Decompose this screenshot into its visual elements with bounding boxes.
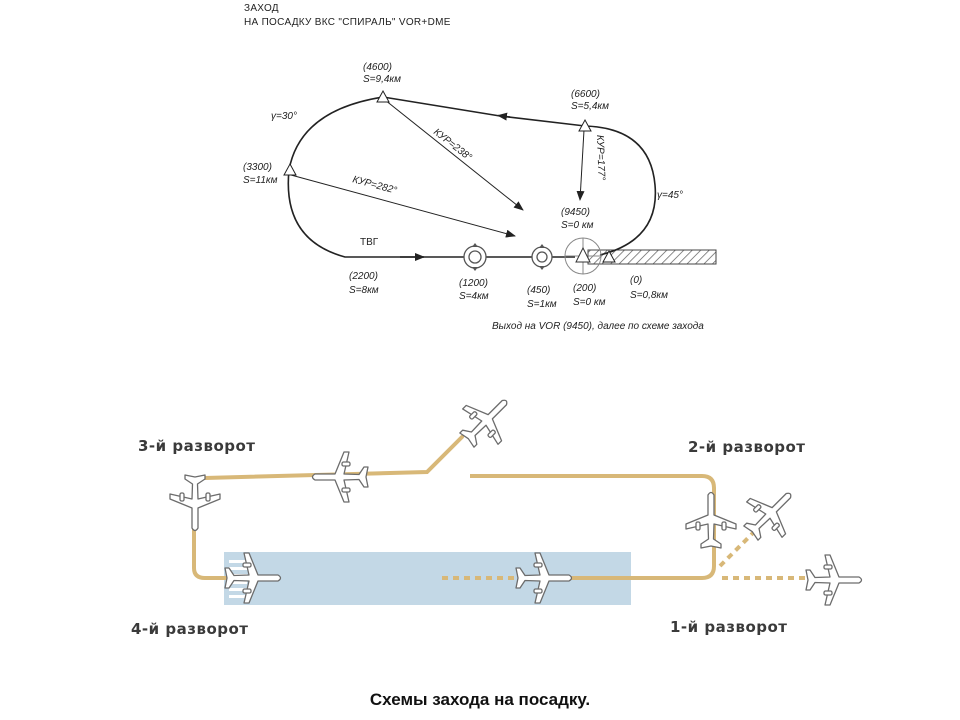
p450-alt: (450)	[527, 285, 550, 296]
kur-238-label: КУР=238°	[431, 127, 474, 164]
turn-2-label: 2-й разворот	[688, 438, 806, 456]
p0-alt: (0)	[630, 275, 642, 286]
figure-caption: Схемы захода на посадку.	[369, 690, 591, 709]
vor-station	[564, 237, 602, 275]
p2200-dist: S=8км	[349, 285, 379, 296]
aircraft-icon	[311, 451, 369, 503]
kur-177-line	[576, 129, 585, 201]
p3300-alt: (3300)	[243, 162, 272, 173]
p9450-dist: S=0 км	[561, 220, 594, 231]
upper-approach-diagram: γ=30° γ=45° (4600) S=9,4км (6600) S=5,4к…	[243, 62, 717, 332]
gamma-left: γ=30°	[271, 111, 297, 122]
gamma-right: γ=45°	[657, 190, 683, 201]
waypoint-0	[602, 249, 616, 263]
beacon-450	[531, 244, 553, 270]
aircraft-icon	[805, 554, 863, 606]
arrow-top	[497, 112, 511, 121]
waypoint-3300	[283, 162, 297, 176]
kur-238-line	[384, 99, 524, 211]
exit-note: Выход на VOR (9450), далее по схеме захо…	[492, 321, 704, 332]
aircraft-icon	[169, 474, 221, 532]
p9450-alt: (9450)	[561, 207, 590, 218]
p4600-dist: S=9,4км	[363, 74, 401, 85]
waypoint-6600	[578, 118, 592, 132]
p3300-dist: S=11км	[243, 175, 278, 186]
p450-dist: S=1км	[527, 299, 557, 310]
header-line-2: НА ПОСАДКУ ВКС "СПИРАЛЬ" VOR+DME	[244, 17, 451, 28]
header-line-1: ЗАХОД	[244, 3, 279, 14]
p1200-alt: (1200)	[459, 278, 488, 289]
beacon-1200	[463, 243, 487, 271]
tvg-label: ТВГ	[360, 237, 379, 248]
turn-1-label: 1-й разворот	[670, 618, 788, 636]
lower-pattern-diagram: 3-й разворот 2-й разворот 4-й разворот 1…	[131, 382, 863, 638]
p6600-alt: (6600)	[571, 89, 600, 100]
turn-3-label: 3-й разворот	[138, 437, 256, 455]
p200-dist: S=0 км	[573, 297, 606, 308]
turn-4-label: 4-й разворот	[131, 620, 249, 638]
p6600-dist: S=5,4км	[571, 101, 609, 112]
p200-alt: (200)	[573, 283, 596, 294]
p2200-alt: (2200)	[349, 271, 378, 282]
p0-dist: S=0,8км	[630, 290, 668, 301]
p4600-alt: (4600)	[363, 62, 392, 73]
kur-177-label: КУР=177°	[594, 135, 607, 181]
waypoint-4600	[376, 89, 390, 103]
p1200-dist: S=4км	[459, 291, 489, 302]
aircraft-icon	[448, 382, 525, 459]
aircraft-icon	[685, 491, 737, 549]
kur-282-line	[290, 174, 516, 238]
